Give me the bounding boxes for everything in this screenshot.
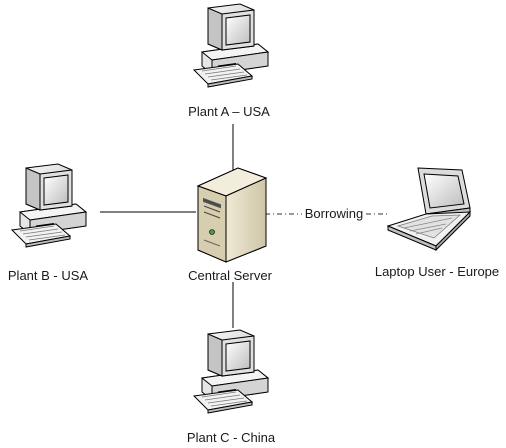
borrowing-link-label: Borrowing [305, 206, 364, 221]
plant-a-label: Plant A – USA [188, 104, 270, 119]
server-label: Central Server [188, 268, 272, 283]
plant-c-computer-icon [193, 329, 269, 414]
plant-b-computer-icon [11, 163, 87, 248]
plant-a-computer-icon [193, 3, 269, 88]
server-icon [196, 167, 268, 263]
laptop-icon [386, 167, 472, 252]
laptop-label: Laptop User - Europe [375, 264, 499, 279]
plant-b-label: Plant B - USA [8, 268, 89, 283]
plant-c-label: Plant C - China [187, 430, 276, 445]
